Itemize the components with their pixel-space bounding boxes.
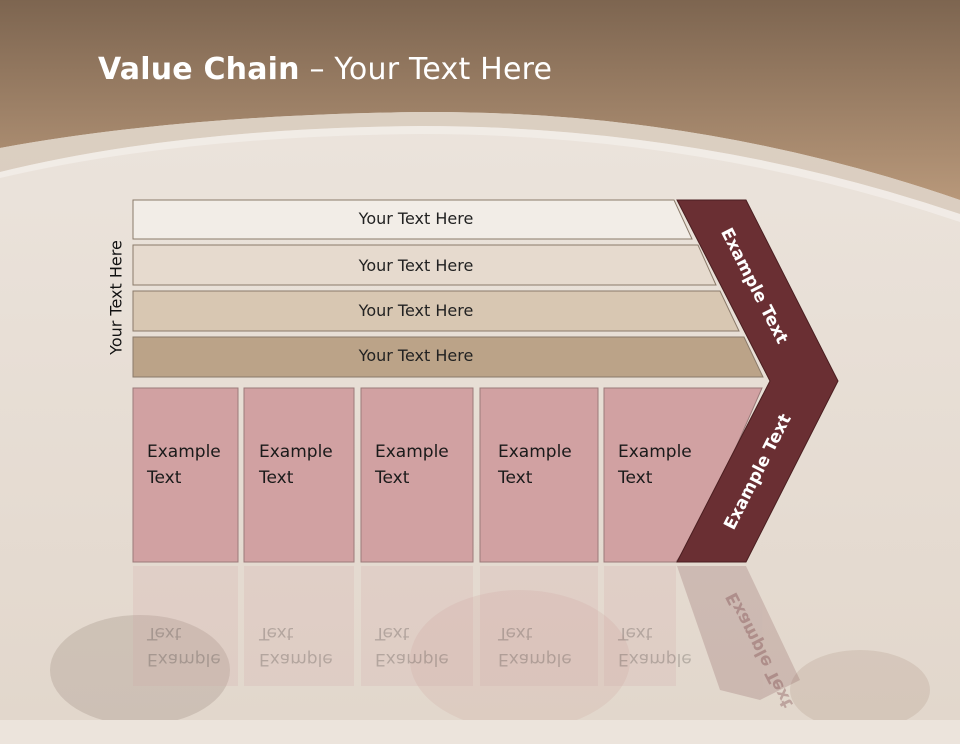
reflection-line2: Text [147,623,182,643]
primary-box-3-text: Example Text [375,439,449,491]
primary-box-2-line1: Example [259,442,333,462]
slide-title: Value Chain – Your Text Here [98,52,552,87]
primary-box-1-reflection: Example Text [147,620,221,672]
support-row-1 [132,199,693,240]
primary-box-3-line2: Text [375,468,410,488]
side-label: Your Text Here [106,240,126,355]
primary-box-4-reflection: Example Text [498,620,572,672]
primary-box-3-reflection: Example Text [375,620,449,672]
reflection-line1: Example [498,649,572,669]
primary-box-2-line2: Text [259,468,294,488]
reflection-line2: Text [498,623,533,643]
primary-box-5-reflection: Example Text [618,620,692,672]
support-row-4 [132,336,764,378]
value-chain-diagram [132,199,839,700]
primary-box-3-line1: Example [375,442,449,462]
reflection-line1: Example [375,649,449,669]
primary-box-4-line1: Example [498,442,572,462]
primary-box-2 [243,387,355,563]
primary-box-5-line1: Example [618,442,692,462]
support-row-4-label: Your Text Here [358,346,474,365]
support-row-2-label: Your Text Here [358,256,474,275]
primary-box-1-line1: Example [147,442,221,462]
reflection [133,566,800,700]
support-row-2 [132,244,717,286]
reflection-line2: Text [259,623,294,643]
title-bold: Value Chain [98,52,300,87]
primary-box-1 [132,387,239,563]
primary-box-2-text: Example Text [259,439,333,491]
reflection-line1: Example [259,649,333,669]
support-row-3-label: Your Text Here [358,301,474,320]
primary-box-5-line2: Text [618,468,653,488]
primary-box-3 [360,387,474,563]
primary-box-4-text: Example Text [498,439,572,491]
primary-box-5-text: Example Text [618,439,692,491]
title-rest: – Your Text Here [299,52,553,87]
reflection-line1: Example [147,649,221,669]
primary-box-1-line2: Text [147,468,182,488]
reflection-line2: Text [375,623,410,643]
primary-box-4-line2: Text [498,468,533,488]
support-row-3 [132,290,740,332]
primary-box-2-reflection: Example Text [259,620,333,672]
reflection-line1: Example [618,649,692,669]
reflection-line2: Text [618,623,653,643]
primary-box-1-text: Example Text [147,439,221,491]
margin-chevron [676,199,839,563]
primary-box-4 [479,387,599,563]
support-row-1-label: Your Text Here [358,209,474,228]
